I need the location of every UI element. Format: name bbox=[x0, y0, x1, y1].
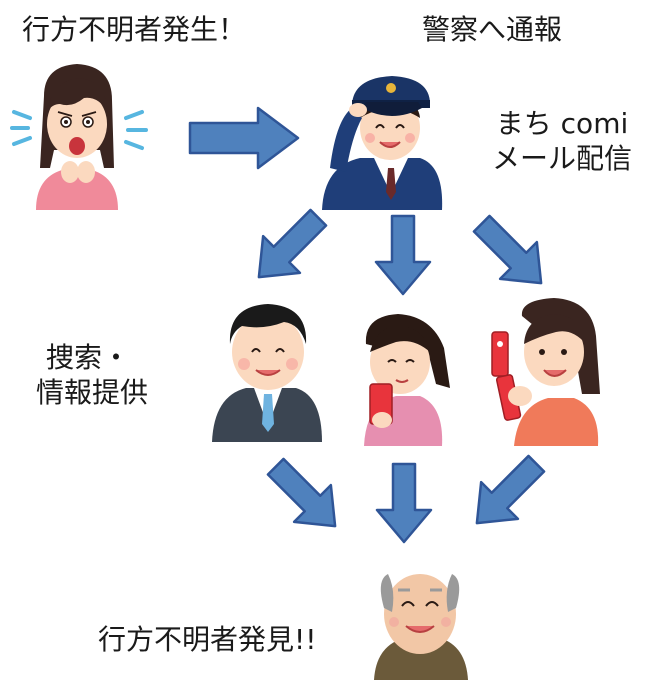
arrow-woman-to-elder bbox=[475, 454, 546, 525]
girl-with-phone-icon bbox=[364, 314, 450, 446]
worried-woman-icon bbox=[10, 64, 148, 210]
arrow-to-girl bbox=[374, 214, 432, 296]
elderly-man-icon bbox=[374, 574, 468, 680]
machi-comi-line: まち comi bbox=[495, 107, 629, 140]
arrow-businessman-to-elder bbox=[266, 457, 337, 528]
info-provide-line: 情報提供 bbox=[36, 376, 149, 409]
arrow-to-businessman bbox=[257, 208, 328, 279]
arrow-report bbox=[188, 106, 300, 170]
search-info-label: 捜索・ 情報提供 bbox=[36, 340, 148, 410]
report-to-police-label: 警察へ通報 bbox=[422, 13, 563, 46]
arrow-to-woman bbox=[472, 214, 543, 285]
police-officer-icon bbox=[322, 76, 443, 210]
arrow-girl-to-elder bbox=[375, 462, 433, 544]
machi-comi-mail-label: まち comi メール配信 bbox=[492, 106, 632, 176]
missing-occurs-label: 行方不明者発生！ bbox=[22, 13, 247, 46]
woman-with-flip-phone-icon bbox=[491, 298, 600, 446]
found-label: 行方不明者発見!! bbox=[98, 623, 317, 656]
mail-delivery-line: メール配信 bbox=[492, 142, 633, 175]
search-line: 捜索・ bbox=[46, 341, 131, 374]
businessman-icon bbox=[212, 304, 322, 442]
